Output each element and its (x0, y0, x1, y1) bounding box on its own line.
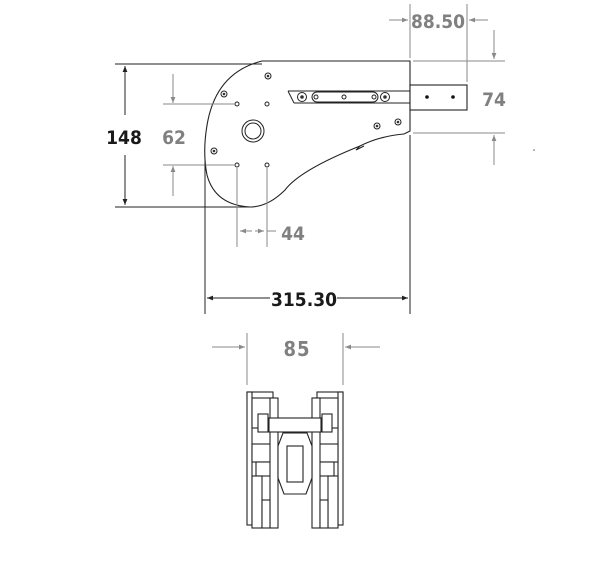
bar-hole (451, 95, 455, 99)
plate-notch (355, 145, 365, 151)
dimension-label: 315.30 (271, 289, 337, 311)
slot (311, 91, 379, 103)
bracket-plate (204, 60, 411, 208)
dimension-label: 44 (281, 223, 305, 245)
bar-hole (425, 95, 429, 99)
dimension-label: 62 (162, 127, 186, 149)
dimension-label: 85 (283, 337, 310, 361)
side-view: 148 62 44 315.30 (106, 4, 535, 314)
dimension-62: 62 (162, 74, 235, 196)
dimension-label: 88.50 (411, 11, 465, 33)
extension-bar (409, 84, 468, 111)
dimension-label: 74 (482, 89, 506, 111)
dimension-label: 148 (106, 127, 142, 149)
dimension-85: 85 (212, 333, 380, 385)
end-view-assembly (246, 391, 344, 529)
dimension-148: 148 (106, 63, 262, 208)
dimension-74: 74 (413, 30, 506, 165)
slot-rail (287, 90, 410, 104)
dimension-88-50: 88.50 (389, 4, 488, 82)
end-view: 85 (212, 333, 380, 529)
screws (210, 72, 402, 155)
hub (241, 119, 265, 143)
dimension-315-30: 315.30 (204, 135, 411, 314)
dimension-44: 44 (236, 168, 305, 247)
